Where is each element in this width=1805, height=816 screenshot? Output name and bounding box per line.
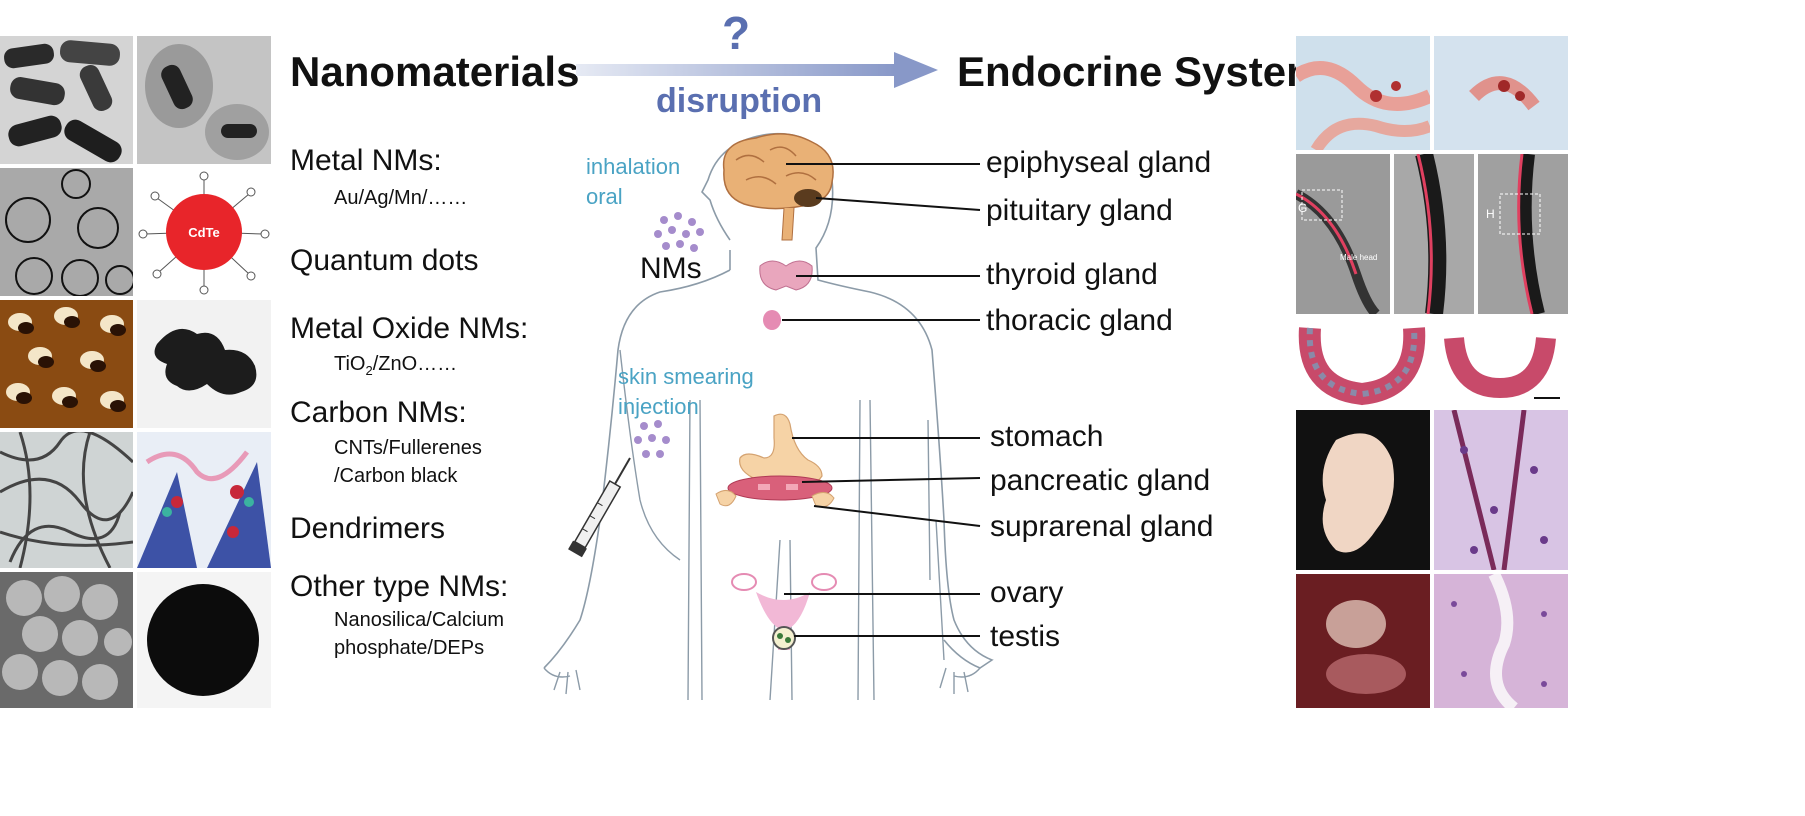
organ-epiphyseal: epiphyseal gland (986, 146, 1212, 179)
organ-suprarenal: suprarenal gland (990, 510, 1214, 543)
organ-thyroid: thyroid gland (986, 258, 1158, 291)
photo-dissection (1296, 574, 1430, 708)
nm-dots-inhalation-icon (654, 212, 704, 252)
disruption-arrow (576, 52, 938, 88)
carbon-nm-illustration (137, 432, 271, 568)
micrograph-metal-nps (0, 168, 133, 296)
cnts-image (0, 432, 133, 568)
oxide-aggregate-image (137, 300, 271, 428)
photo-worm-1: G Male head (1296, 154, 1390, 314)
syringe-icon (568, 457, 631, 558)
adipose-tissue-image-2 (1434, 36, 1568, 150)
male-head-label: Male head (1340, 253, 1377, 262)
photo-adipose-1 (1296, 36, 1430, 150)
organ-pancreatic: pancreatic gland (990, 464, 1211, 497)
photo-adipose-2 (1434, 36, 1568, 150)
adipose-tissue-image (1296, 36, 1430, 150)
thyroid-section-image (1298, 327, 1426, 406)
histology-image (1434, 410, 1568, 570)
testis-histology-image (1434, 574, 1568, 708)
dark-particle-image (137, 572, 271, 708)
micrograph-silica-spheres (0, 572, 133, 708)
worm-image-h: H (1478, 154, 1568, 314)
route-inhalation: inhalation (586, 154, 681, 179)
embryo-image (1296, 410, 1430, 570)
silica-spheres-image (0, 572, 133, 708)
category-other-nms: Other type NMs: (290, 570, 509, 603)
photo-thyroid-2 (1434, 318, 1568, 406)
category-carbon-nms: Carbon NMs: (290, 396, 467, 429)
thyroid-icon (759, 260, 813, 291)
question-mark: ? (722, 7, 751, 59)
thyroid-section-image-2 (1444, 336, 1560, 399)
disruption-label: disruption (656, 82, 823, 120)
category-quantum-dots: Quantum dots (290, 244, 479, 277)
endocrine-system-title: Endocrine System (957, 48, 1324, 95)
thoracic-icon (763, 310, 781, 330)
pancreas-icon (715, 475, 835, 508)
metal-nps-image (0, 168, 133, 296)
micrograph-coated-rods (137, 36, 271, 164)
quantum-dot-schematic: CdTe (137, 168, 271, 296)
nm-dots-skin-icon (634, 420, 670, 458)
organ-pituitary: pituitary gland (986, 194, 1173, 227)
route-skin: skin smearing (618, 364, 754, 389)
micrograph-nanorods (0, 36, 133, 164)
photo-histology-1 (1434, 410, 1568, 570)
route-injection: injection (618, 394, 699, 419)
category-metal-nms: Metal NMs: (290, 144, 442, 177)
panel-h-label: H (1486, 207, 1495, 221)
dissection-image (1296, 574, 1430, 708)
category-other-detail-1: Nanosilica/Calcium (334, 609, 505, 631)
micrograph-cnts (0, 432, 133, 568)
micrograph-oxide-aggregate (137, 300, 271, 428)
organ-stomach: stomach (990, 420, 1104, 453)
micrograph-afm-oxide (0, 300, 133, 428)
category-carbon-detail-1: CNTs/Fullerenes (334, 437, 482, 459)
organ-thoracic: thoracic gland (986, 304, 1173, 337)
micrograph-dark-particle (137, 572, 271, 708)
photo-thyroid-1 (1296, 318, 1430, 406)
nanorods-image (0, 36, 133, 164)
worm-image-2 (1394, 154, 1474, 314)
nms-label: NMs (640, 252, 702, 285)
worm-image-g: G Male head (1296, 154, 1390, 314)
cdte-label: CdTe (188, 225, 220, 240)
category-metal-nms-detail: Au/Ag/Mn/…… (334, 187, 468, 209)
organ-testis: testis (990, 620, 1061, 653)
afm-oxide-image (0, 300, 133, 428)
body-diagram (543, 132, 994, 700)
category-other-detail-2: phosphate/DEPs (334, 637, 485, 659)
route-oral: oral (586, 184, 623, 209)
category-metal-oxide-nms: Metal Oxide NMs: (290, 312, 529, 345)
category-carbon-detail-2: /Carbon black (334, 465, 458, 487)
ovary-icon (731, 573, 837, 650)
coated-rods-image (137, 36, 271, 164)
organ-ovary: ovary (990, 576, 1064, 609)
nanomaterials-title: Nanomaterials (290, 48, 580, 95)
body-outline (543, 132, 994, 669)
category-metal-oxide-detail: TiO2/ZnO…… (334, 353, 458, 378)
panel-g-label: G (1298, 201, 1307, 215)
photo-worm-2 (1394, 154, 1474, 314)
photo-testis-histology (1434, 574, 1568, 708)
testis-icon (772, 626, 796, 650)
photo-embryo (1296, 410, 1430, 570)
brain-icon (722, 133, 834, 241)
quantum-dot-icon: CdTe (138, 171, 270, 295)
photo-worm-3: H (1478, 154, 1568, 314)
category-dendrimers: Dendrimers (290, 512, 446, 545)
graphene-molecule-icon (137, 432, 271, 568)
